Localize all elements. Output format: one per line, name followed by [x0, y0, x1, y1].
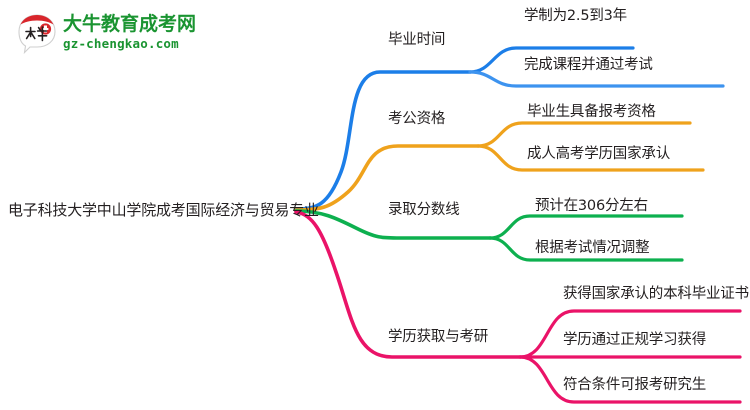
branch-wire-kaogongzige	[294, 121, 705, 212]
leaf-label-genjukaoshi: 根据考试情况调整	[535, 240, 650, 256]
leaf-label-zhengguixuexi: 学历通过正规学习获得	[563, 332, 706, 348]
branch-label-kaogongzige: 考公资格	[388, 111, 446, 127]
logo-text: 大牛教育成考网 gz-chengkao.com	[63, 15, 196, 51]
branch-wire-xueliyukaoyan	[294, 210, 742, 404]
leaf-label-biyeshengbaokao: 毕业生具备报考资格	[527, 104, 656, 120]
leaf-label-xuezhi: 学制为2.5到3年	[524, 8, 627, 24]
branch-label-luqufenshuxian: 录取分数线	[388, 202, 460, 218]
leaf-label-huodezhengshu: 获得国家承认的本科毕业证书	[563, 286, 749, 302]
dani-speech-bubble-logo-icon	[16, 12, 58, 55]
brand-url: gz-chengkao.com	[63, 36, 179, 52]
brand-name: 大牛教育成考网	[63, 13, 197, 36]
leaf-label-chengrengaokao: 成人高考学历国家承认	[527, 146, 670, 162]
leaf-label-baokaoyanjiusheng: 符合条件可报考研究生	[563, 377, 706, 393]
branch-label-biyeshijian: 毕业时间	[388, 32, 446, 48]
branch-wire-luqufenshuxian	[294, 209, 684, 262]
branch-wire-biyeshijian	[294, 46, 725, 211]
root-node-label: 电子科技大学中山学院成考国际经济与贸易专业	[8, 201, 319, 219]
site-logo: 大牛教育成考网 gz-chengkao.com	[16, 8, 196, 58]
leaf-label-wanchengkecheng: 完成课程并通过考试	[524, 57, 653, 73]
leaf-label-yujifenshu: 预计在306分左右	[535, 198, 648, 214]
branch-label-xueliyukaoyan: 学历获取与考研	[388, 329, 489, 345]
